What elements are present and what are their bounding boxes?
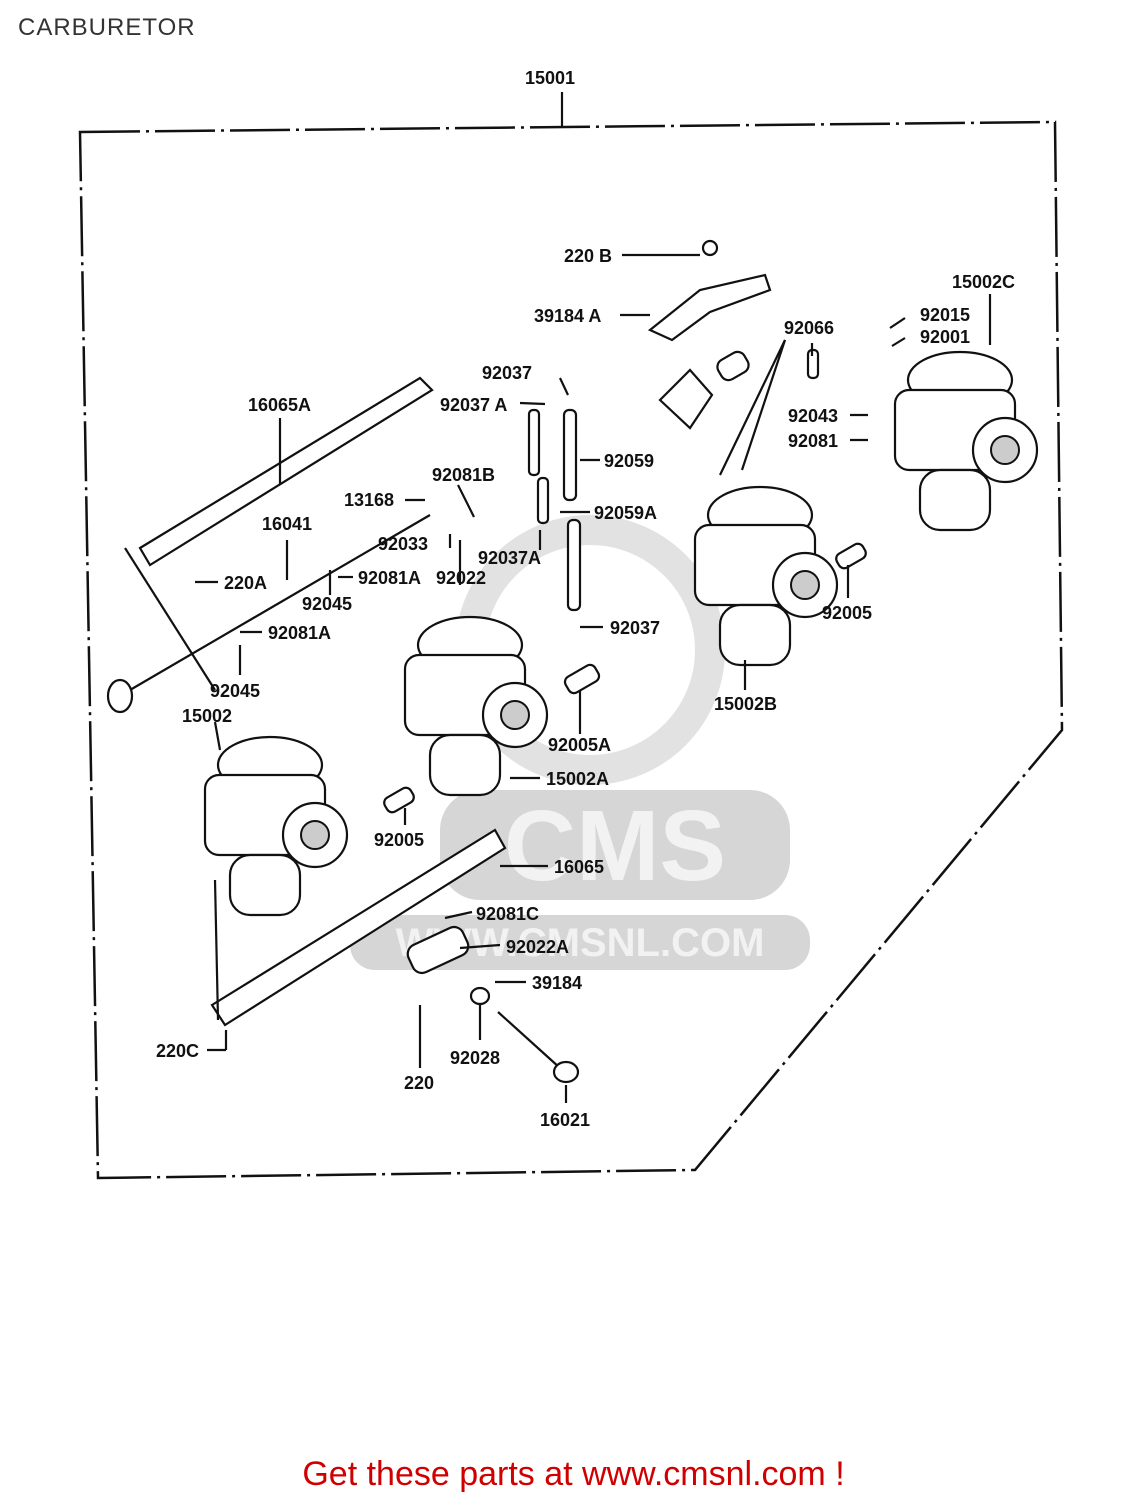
- label-16065a: 16065A: [248, 395, 311, 415]
- cta-link[interactable]: Get these parts at www.cmsnl.com !: [302, 1455, 845, 1493]
- label-15002a: 15002A: [546, 769, 609, 789]
- label-39184a: 39184 A: [534, 306, 601, 326]
- carburetor-15002b: [693, 485, 839, 667]
- label-15002c: 15002C: [952, 272, 1015, 292]
- label-92059: 92059: [604, 451, 654, 471]
- pipe-lower: [566, 518, 582, 612]
- label-92037a-top: 92037 A: [440, 395, 507, 415]
- pipe-92059a: [536, 476, 550, 525]
- label-92043: 92043: [788, 406, 838, 426]
- label-16021: 16021: [540, 1110, 590, 1130]
- joint-92005-left: [383, 786, 415, 814]
- shaft-16041: [129, 514, 431, 691]
- label-92028: 92028: [450, 1048, 500, 1068]
- label-15001: 15001: [525, 68, 575, 88]
- label-92037-top: 92037: [482, 363, 532, 383]
- joint-92005a: [563, 663, 601, 695]
- label-92022: 92022: [436, 568, 486, 588]
- label-13168: 13168: [344, 490, 394, 510]
- label-92081c: 92081C: [476, 904, 539, 924]
- label-92037a-bottom: 92037A: [478, 548, 541, 568]
- label-92001: 92001: [920, 327, 970, 347]
- watermark-logo: CMS: [504, 790, 726, 902]
- label-220c: 220C: [156, 1041, 199, 1061]
- label-92066: 92066: [784, 318, 834, 338]
- label-92045-1: 92045: [302, 594, 352, 614]
- label-92015: 92015: [920, 305, 970, 325]
- joint-92005-right: [835, 542, 867, 570]
- carburetor-15002: [203, 735, 349, 917]
- exploded-parts-diagram: CMS WWW.CMSNL.COM: [78, 68, 1064, 1180]
- label-16041: 16041: [262, 514, 312, 534]
- pipe-92037: [527, 408, 541, 477]
- stop-bracket-39184: [406, 925, 491, 1006]
- label-220: 220: [404, 1073, 434, 1093]
- label-220b: 220 B: [564, 246, 612, 266]
- label-92081a-2: 92081A: [268, 623, 331, 643]
- page-title: CARBURETOR: [18, 14, 196, 41]
- label-220a: 220A: [224, 573, 267, 593]
- bracket-16065: [210, 828, 507, 1027]
- assembly-frame: [78, 120, 1064, 1180]
- label-92081a-1: 92081A: [358, 568, 421, 588]
- label-92059a: 92059A: [594, 503, 657, 523]
- label-92033: 92033: [378, 534, 428, 554]
- label-15002b: 15002B: [714, 694, 777, 714]
- label-92081-right: 92081: [788, 431, 838, 451]
- label-92005a: 92005A: [548, 735, 611, 755]
- part-labels: 15001 220 B 39184 A 15002C 92066 92015 9…: [156, 68, 1015, 1130]
- throttle-stop-39184a: [647, 239, 820, 430]
- carburetor-15002a: [403, 615, 549, 797]
- screw-16021: [497, 1011, 561, 1069]
- label-92081b: 92081B: [432, 465, 495, 485]
- carburetor-15002c: [893, 350, 1039, 532]
- label-92005-left: 92005: [374, 830, 424, 850]
- label-92037-bottom: 92037: [610, 618, 660, 638]
- label-92005-right: 92005: [822, 603, 872, 623]
- label-39184: 39184: [532, 973, 582, 993]
- pipe-92059: [562, 408, 578, 502]
- label-92045-2: 92045: [210, 681, 260, 701]
- label-15002: 15002: [182, 706, 232, 726]
- leader-lines: [124, 253, 992, 1103]
- bracket-16065a: [138, 376, 434, 567]
- label-16065: 16065: [554, 857, 604, 877]
- label-92022a: 92022A: [506, 937, 569, 957]
